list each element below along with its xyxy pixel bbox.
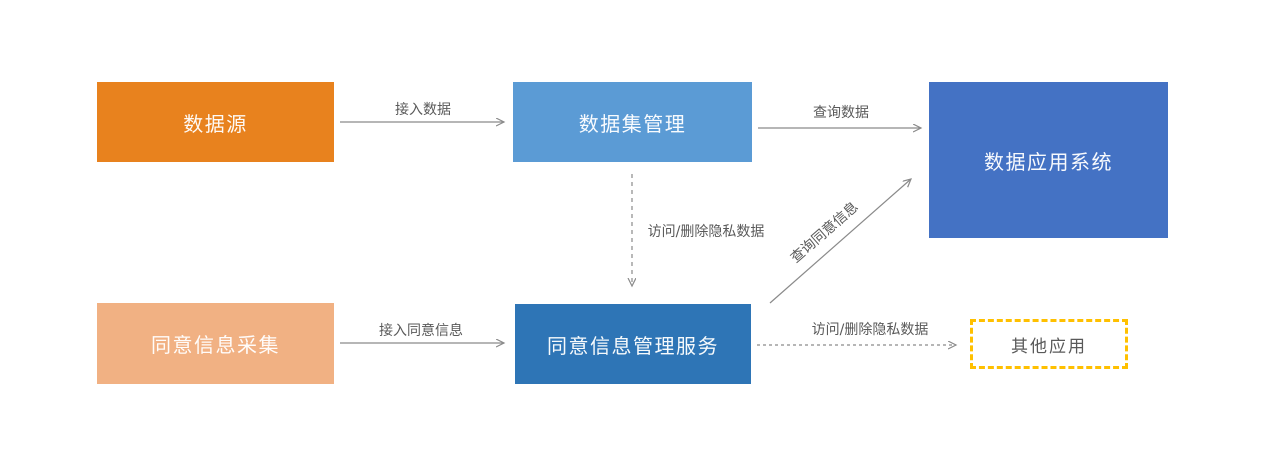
- node-data-source: 数据源: [97, 82, 334, 162]
- node-consent-management-service-label: 同意信息管理服务: [547, 333, 719, 358]
- node-consent-info-collection-label: 同意信息采集: [151, 333, 280, 357]
- edge-label-query-data: 查询数据: [813, 105, 869, 121]
- node-other-applications-label: 其他应用: [1011, 336, 1087, 357]
- edge-label-access-data: 接入数据: [395, 102, 451, 118]
- edge-label-access-delete-private-data-vertical: 访问/删除隐私数据: [647, 224, 765, 240]
- node-data-application-system: 数据应用系统: [929, 82, 1168, 238]
- edge-label-access-delete-private-data-horizontal: 访问/删除隐私数据: [811, 322, 929, 338]
- edge-query-consent-info-line: [769, 179, 911, 304]
- node-dataset-management: 数据集管理: [513, 82, 752, 162]
- node-other-applications: 其他应用: [970, 319, 1128, 369]
- edge-label-access-consent-info: 接入同意信息: [379, 323, 463, 339]
- node-data-application-system-label: 数据应用系统: [984, 149, 1113, 174]
- node-consent-info-collection: 同意信息采集: [97, 303, 334, 384]
- node-dataset-management-label: 数据集管理: [578, 111, 687, 136]
- node-consent-management-service: 同意信息管理服务: [515, 304, 751, 384]
- node-data-source-label: 数据源: [183, 111, 248, 136]
